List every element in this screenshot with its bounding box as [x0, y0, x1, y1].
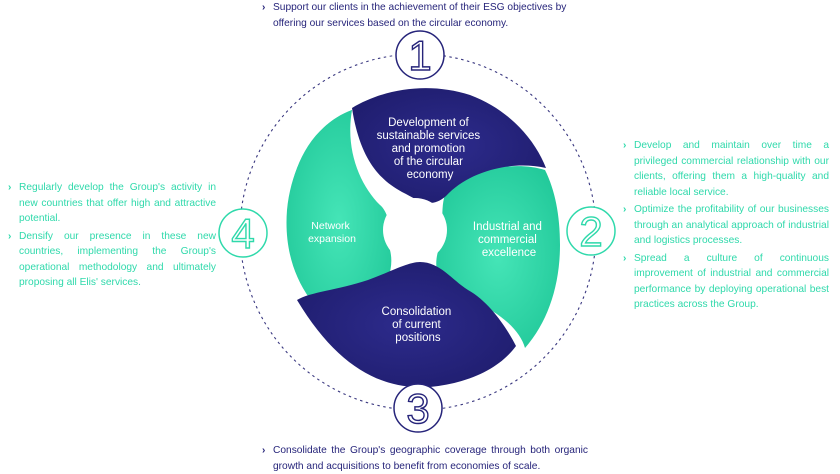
badge-3: 3 [393, 383, 443, 433]
right-objectives: › Develop and maintain over time a privi… [623, 138, 829, 313]
chevron-right-icon: › [262, 2, 266, 13]
right-bullet-1: › Develop and maintain over time a privi… [623, 140, 829, 198]
bottom-objective: › Consolidate the Group's geographic cov… [262, 443, 588, 474]
label-right: Industrial and commercial excellence [473, 221, 545, 259]
chevron-right-icon: › [262, 445, 266, 456]
badge-2: 2 [566, 206, 616, 256]
center-hole [383, 198, 447, 262]
label-top: Development of sustainable services and … [377, 117, 484, 181]
segment-left-lobe [286, 110, 392, 335]
badge-1: 1 [395, 30, 445, 80]
segment-right [436, 166, 560, 348]
bottom-objective-text: Consolidate the Group's geographic cover… [273, 445, 588, 472]
badge-3-number: 3 [406, 385, 429, 432]
chevron-right-icon: › [623, 252, 627, 264]
left-bullet-1: › Regularly develop the Group's activity… [8, 182, 216, 224]
left-bullet-2: › Densify our presence in these new coun… [8, 230, 216, 289]
segment-top [352, 88, 546, 204]
badge-2-number: 2 [579, 208, 602, 255]
left-objectives: › Regularly develop the Group's activity… [8, 180, 216, 291]
top-objective-text: Support our clients in the achievement o… [273, 2, 567, 29]
chevron-right-icon: › [623, 204, 627, 215]
right-bullet-2: › Optimize the profitability of our busi… [623, 204, 829, 246]
segment-labels: Development of sustainable services and … [308, 117, 545, 344]
chevron-right-icon: › [623, 140, 627, 151]
pinwheel [286, 88, 560, 388]
chevron-right-icon: › [8, 230, 12, 242]
right-bullet-3: › Spread a culture of continuous improve… [623, 252, 829, 311]
chevron-right-icon: › [8, 182, 12, 193]
badge-4: 4 [218, 208, 268, 258]
badge-1-number: 1 [408, 32, 431, 79]
label-left: Network expansion [308, 220, 356, 245]
segment-bottom [297, 262, 516, 388]
badge-4-number: 4 [231, 210, 254, 257]
label-bottom: Consolidation of current positions [382, 306, 455, 344]
top-objective: › Support our clients in the achievement… [262, 0, 592, 31]
